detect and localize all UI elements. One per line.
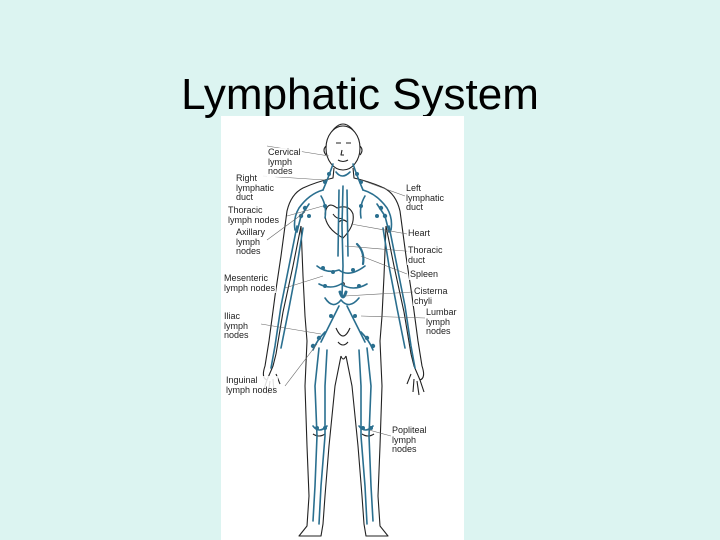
lymphatic-system-diagram: Cervical lymph nodes Right lymphatic duc… (221, 116, 464, 540)
label-cervical-lymph-nodes: Cervical lymph nodes (267, 147, 302, 177)
lymph-vessels (270, 163, 416, 525)
label-inguinal-lymph-nodes: Inguinal lymph nodes (225, 375, 279, 395)
label-thoracic-lymph-nodes: Thoracic lymph nodes (227, 205, 281, 225)
lymph-nodes (298, 172, 388, 430)
label-right-lymphatic-duct: Right lymphatic duct (235, 173, 276, 203)
label-spleen: Spleen (409, 269, 440, 280)
label-left-lymphatic-duct: Left lymphatic duct (405, 183, 446, 213)
label-lumbar-lymph-nodes: Lumbar lymph nodes (425, 307, 458, 337)
body-illustration (260, 123, 426, 537)
label-iliac-lymph-nodes: Iliac lymph nodes (223, 311, 250, 341)
label-cisterna-chyli: Cisterna chyli (413, 286, 449, 306)
label-heart: Heart (407, 228, 432, 239)
label-thoracic-duct: Thoracic duct (407, 245, 444, 265)
label-axillary-lymph-nodes: Axillary lymph nodes (235, 227, 267, 257)
label-popliteal-lymph-nodes: Popliteal lymph nodes (391, 425, 428, 455)
slide-title: Lymphatic System (181, 70, 539, 119)
label-mesenteric-lymph-nodes: Mesenteric lymph nodes (223, 273, 277, 293)
leader-lines (260, 145, 426, 437)
